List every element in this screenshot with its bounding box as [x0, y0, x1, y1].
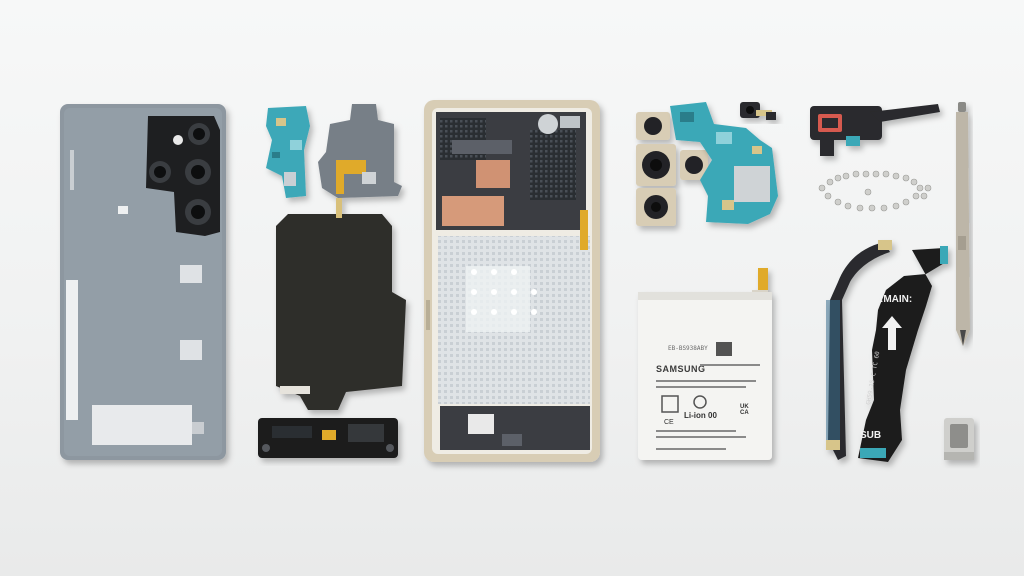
battery-pack: EB-BS938ABY SAMSUNG Li-ion 00 UK CA CE [638, 268, 772, 460]
sub-flex-cable [826, 240, 892, 460]
main-flex-label: :MAIN: [880, 294, 912, 305]
midframe-chassis [424, 100, 600, 462]
battery-uk-mark: UK [740, 404, 749, 410]
battery-model-code: EB-BS938ABY [668, 345, 708, 352]
sub-flex-label: SUB [860, 430, 881, 441]
wireless-charging-coil [276, 198, 406, 410]
battery-qr-code [716, 342, 732, 356]
front-camera-module [740, 102, 776, 120]
main-flex-cable: :MAIN: GH59-15 C TC 60 SUB [858, 246, 948, 462]
battery-brand: SAMSUNG [656, 364, 706, 374]
battery-warning-icon [661, 395, 679, 413]
battery-ce-mark: CE [664, 419, 674, 426]
s-pen-stylus [956, 102, 970, 346]
battery-chemistry: Li-ion 00 [684, 411, 717, 420]
loudspeaker-module [258, 418, 398, 458]
mainboard-pcb [670, 102, 778, 224]
up-arrow-icon [882, 316, 902, 350]
battery-ca-mark: CA [740, 410, 749, 416]
earpiece-speaker-bracket [810, 104, 940, 156]
sim-card-tray [944, 418, 974, 460]
battery-recycle-icon [693, 395, 707, 409]
camera-bracket [146, 116, 220, 236]
charging-port-board [266, 106, 310, 198]
screw-set [818, 170, 932, 212]
metal-shield-plate [318, 104, 402, 198]
main-camera-cluster [636, 112, 708, 226]
